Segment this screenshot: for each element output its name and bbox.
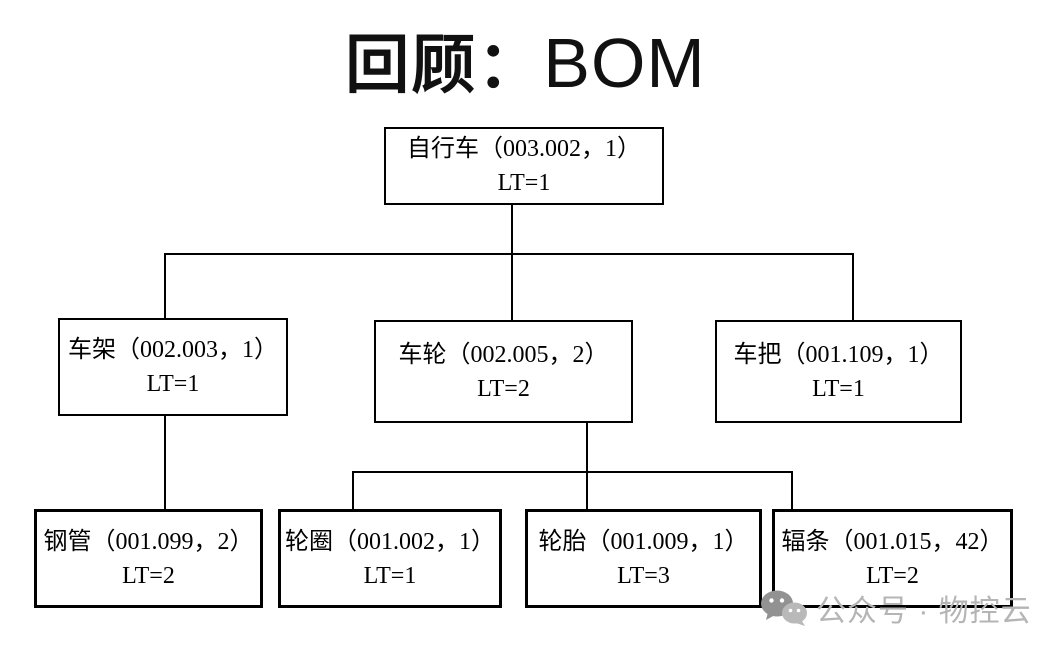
connector-rim-drop (352, 471, 354, 510)
node-leadtime: LT=2 (122, 562, 175, 589)
bom-node-frame: 车架（002.003，1） LT=1 (58, 318, 288, 416)
bom-node-spoke: 辐条（001.015，42） LT=2 (772, 509, 1013, 608)
connector-frame-to-steeltube (164, 414, 166, 510)
bom-node-handlebar: 车把（001.109，1） LT=1 (715, 320, 962, 423)
node-leadtime: LT=1 (497, 170, 551, 196)
bom-node-wheel: 车轮（002.005，2） LT=2 (374, 320, 633, 423)
node-label: 辐条（001.015，42） (781, 528, 1004, 555)
watermark-text: 公众号 · 物控云 (816, 595, 1032, 628)
node-label: 自行车（003.002，1） (407, 136, 641, 162)
page-title: 回顾：BOM (0, 14, 1051, 106)
connector-spoke-drop (791, 471, 793, 510)
bom-node-bicycle: 自行车（003.002，1） LT=1 (384, 127, 664, 205)
node-label: 车架（002.003，1） (68, 337, 278, 363)
bom-node-tire: 轮胎（001.009，1） LT=3 (525, 509, 762, 608)
node-leadtime: LT=3 (617, 562, 670, 589)
connector-level3-bar (352, 471, 793, 473)
node-leadtime: LT=1 (146, 371, 200, 397)
node-label: 车把（001.109，1） (733, 341, 944, 368)
connector-level2-bar (164, 253, 854, 255)
connector-handlebar-drop (852, 253, 854, 320)
wechat-icon (761, 590, 807, 626)
node-label: 钢管（001.099，2） (43, 528, 254, 555)
page-title-latin: BOM (543, 24, 706, 102)
connector-frame-drop (164, 253, 166, 318)
node-leadtime: LT=1 (812, 375, 865, 402)
bom-node-rim: 轮圈（001.002，1） LT=1 (278, 509, 502, 608)
node-leadtime: LT=1 (363, 562, 417, 589)
connector-wheel-vertical (586, 423, 588, 510)
watermark: 公众号 · 物控云 (760, 589, 1032, 628)
bom-node-steel-tube: 钢管（001.099，2） LT=2 (34, 509, 263, 608)
connector-root-vertical (511, 205, 513, 322)
page-title-chinese: 回顾： (345, 30, 544, 101)
node-leadtime: LT=2 (477, 375, 530, 402)
node-label: 轮胎（001.009，1） (538, 528, 749, 555)
node-leadtime: LT=2 (866, 562, 919, 589)
node-label: 轮圈（001.002，1） (285, 528, 495, 555)
node-label: 车轮（002.005，2） (398, 341, 609, 368)
